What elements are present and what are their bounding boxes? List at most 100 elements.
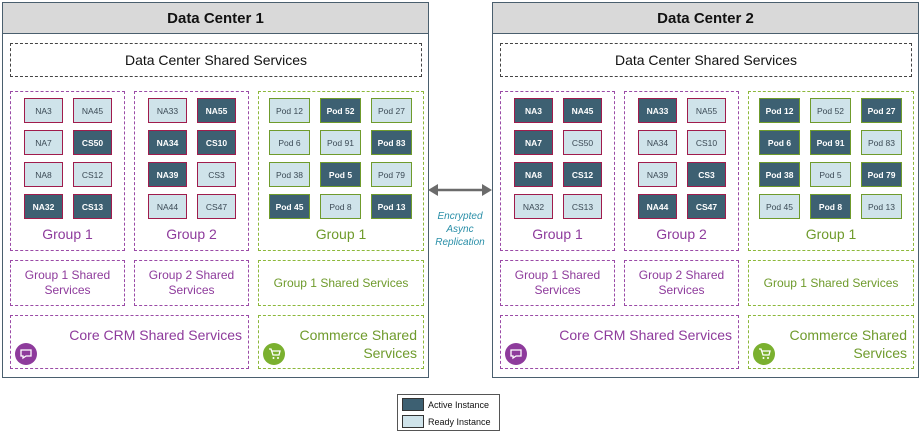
legend-active-label: Active Instance: [428, 399, 490, 410]
instance-na32: NA32: [514, 194, 553, 219]
shared-services-line: Group 2 Shared: [148, 268, 235, 282]
pod-pod-27: Pod 27: [861, 98, 902, 123]
instance-cs3: CS3: [197, 162, 236, 187]
instance-na7: NA7: [514, 130, 553, 155]
instance-na34: NA34: [638, 130, 677, 155]
shared-services-line: Services: [658, 283, 705, 297]
core-crm-label: Core CRM Shared Services: [559, 327, 732, 343]
core-crm-label: Core CRM Shared Services: [69, 327, 242, 343]
replication-label: Encrypted Async Replication: [426, 210, 494, 249]
shared-services-text: Group 1 Shared Services: [273, 275, 409, 290]
instance-na3: NA3: [24, 98, 63, 123]
commerce-label-line: Commerce Shared: [299, 327, 418, 343]
core-crm-shared-services: Core CRM Shared Services: [10, 315, 249, 369]
pod-group-shared-services: Group 1 Shared Services: [258, 260, 424, 306]
pod-pod-8: Pod 8: [810, 194, 851, 219]
pod-pod-79: Pod 79: [371, 162, 412, 187]
instance-na3: NA3: [514, 98, 553, 123]
replication-line: Encrypted: [437, 211, 483, 222]
instance-cs3: CS3: [687, 162, 726, 187]
group-label: Group 1: [42, 226, 93, 242]
pod-pod-38: Pod 38: [269, 162, 310, 187]
replication-arrow-icon: [428, 184, 492, 196]
data-center-2-panel: Data Center 2 Data Center Shared Service…: [492, 2, 919, 378]
pod-pod-6: Pod 6: [269, 130, 310, 155]
instance-cs50: CS50: [73, 130, 112, 155]
pod-pod-45: Pod 45: [269, 194, 310, 219]
data-center-shared-services: Data Center Shared Services: [10, 43, 422, 77]
instance-na8: NA8: [514, 162, 553, 187]
shared-services-text: Group 1 Shared Services: [763, 275, 899, 290]
pod-pod-52: Pod 52: [810, 98, 851, 123]
instance-cs13: CS13: [73, 194, 112, 219]
commerce-label-line: Services: [363, 345, 417, 361]
shared-services-line: Services: [44, 283, 91, 297]
instance-na39: NA39: [148, 162, 187, 187]
group-label: Group 1: [315, 226, 367, 242]
instance-na55: NA55: [197, 98, 236, 123]
group-label: Group 2: [656, 226, 707, 242]
chat-icon: [505, 343, 527, 365]
pod-pod-12: Pod 12: [269, 98, 310, 123]
group-label: Group 1: [532, 226, 583, 242]
chat-icon: [15, 343, 37, 365]
instance-na44: NA44: [148, 194, 187, 219]
pod-pod-79: Pod 79: [861, 162, 902, 187]
shopping-cart-icon: [263, 343, 285, 365]
pod-pod-8: Pod 8: [320, 194, 361, 219]
pod-group-shared-services: Group 1 Shared Services: [748, 260, 914, 306]
legend: Active Instance Ready Instance: [397, 394, 500, 431]
pod-pod-83: Pod 83: [371, 130, 412, 155]
data-center-shared-services: Data Center Shared Services: [500, 43, 912, 77]
pod-pod-38: Pod 38: [759, 162, 800, 187]
legend-ready-label: Ready Instance: [428, 416, 491, 427]
pod-pod-12: Pod 12: [759, 98, 800, 123]
instance-na34: NA34: [148, 130, 187, 155]
instance-cs10: CS10: [197, 130, 236, 155]
legend-active-swatch: [402, 398, 424, 411]
data-center-title: Data Center 2: [493, 3, 918, 34]
shared-services-line: Services: [534, 283, 581, 297]
instance-na45: NA45: [73, 98, 112, 123]
pod-pod-91: Pod 91: [320, 130, 361, 155]
pod-pod-45: Pod 45: [759, 194, 800, 219]
shared-services-line: Services: [168, 283, 215, 297]
commerce-label-line: Commerce Shared: [789, 327, 908, 343]
pod-pod-6: Pod 6: [759, 130, 800, 155]
legend-ready: Ready Instance: [402, 415, 491, 428]
replication-line: Async: [446, 224, 474, 235]
core-crm-shared-services: Core CRM Shared Services: [500, 315, 739, 369]
instance-cs47: CS47: [687, 194, 726, 219]
instance-na33: NA33: [638, 98, 677, 123]
instance-na7: NA7: [24, 130, 63, 155]
instance-cs50: CS50: [563, 130, 602, 155]
shared-services-line: Group 1 Shared: [24, 268, 111, 282]
instance-cs12: CS12: [73, 162, 112, 187]
data-center-1-panel: Data Center 1 Data Center Shared Service…: [2, 2, 429, 378]
pod-pod-91: Pod 91: [810, 130, 851, 155]
pod-pod-83: Pod 83: [861, 130, 902, 155]
instance-na39: NA39: [638, 162, 677, 187]
pod-pod-5: Pod 5: [320, 162, 361, 187]
pod-pod-13: Pod 13: [861, 194, 902, 219]
instance-cs10: CS10: [687, 130, 726, 155]
instance-na32: NA32: [24, 194, 63, 219]
data-center-title: Data Center 1: [3, 3, 428, 34]
pod-pod-27: Pod 27: [371, 98, 412, 123]
instance-cs12: CS12: [563, 162, 602, 187]
instance-na55: NA55: [687, 98, 726, 123]
shared-services-line: Group 2 Shared: [638, 268, 725, 282]
instance-na45: NA45: [563, 98, 602, 123]
shared-services-line: Group 1 Shared: [514, 268, 601, 282]
instance-na44: NA44: [638, 194, 677, 219]
instance-na33: NA33: [148, 98, 187, 123]
